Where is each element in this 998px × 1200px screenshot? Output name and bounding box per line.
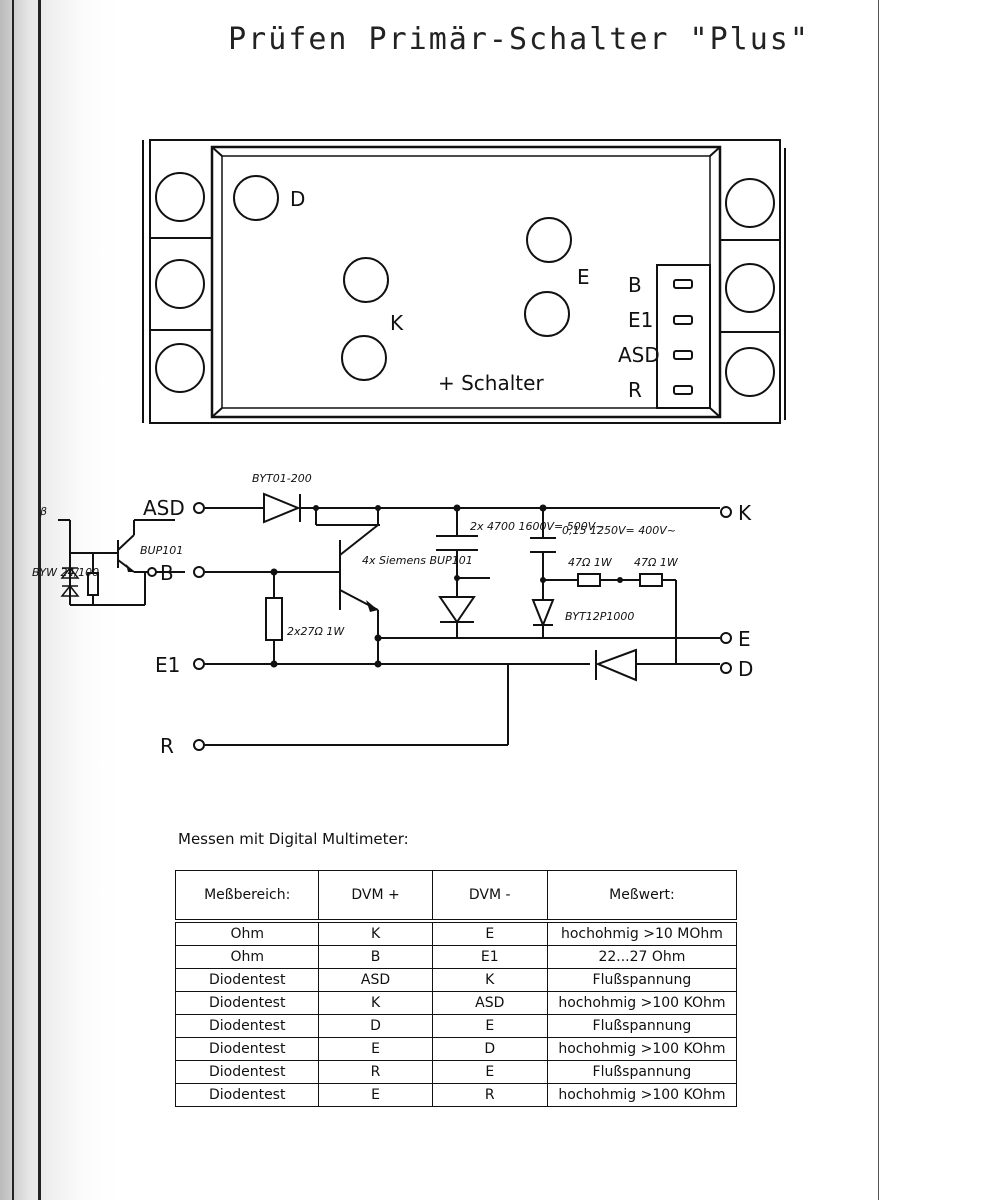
table-cell: E — [431, 920, 548, 946]
table-header-row: Meßbereich: DVM + DVM - Meßwert: — [174, 870, 738, 922]
table-cell: Diodentest — [174, 1014, 320, 1038]
annotation-transistor-main: 4x Siemens BUP101 — [362, 554, 473, 567]
pin-slot-icon — [673, 279, 693, 395]
table-cell: hochohmig >100 KOhm — [546, 1037, 738, 1061]
table-cell: D — [318, 1014, 433, 1038]
pin-label-e1: E1 — [628, 308, 653, 332]
annotation-transistor-small: BUP101 — [140, 544, 183, 557]
table-row: Diodentest ASD K Flußspannung — [174, 968, 738, 992]
table-cell: Flußspannung — [546, 968, 738, 992]
table-cell: Diodentest — [174, 1037, 320, 1061]
annotation-capacitor-1: 2x 4700 1600V= 500V~ — [470, 520, 604, 533]
annotation-diode-top: BYT01-200 — [252, 472, 312, 485]
terminal-label-d: D — [290, 187, 305, 211]
table-cell: Diodentest — [174, 1060, 320, 1084]
capacitor-icon — [436, 535, 556, 553]
diode-icon — [263, 492, 637, 682]
table-row: Ohm B E1 22...27 Ohm — [174, 945, 738, 969]
schematic-label-d: D — [738, 657, 753, 681]
table-row: Diodentest E D hochohmig >100 KOhm — [174, 1037, 738, 1061]
table-row: Ohm K E hochohmig >10 MOhm — [174, 920, 738, 946]
terminal-circle-icon — [147, 502, 732, 751]
column-header: Meßbereich: — [174, 870, 320, 922]
table-row: Diodentest K ASD hochohmig >100 KOhm — [174, 991, 738, 1015]
table-cell: hochohmig >10 MOhm — [546, 920, 738, 946]
table-cell: B — [318, 945, 433, 969]
annotation-zener: BYW 24/100 — [32, 566, 99, 579]
table-cell: hochohmig >100 KOhm — [546, 1083, 738, 1107]
column-header: DVM + — [318, 870, 433, 922]
schematic-label-k: K — [738, 501, 752, 525]
table-cell: K — [318, 991, 433, 1015]
pin-label-asd: ASD — [618, 343, 660, 367]
annotation-diode-bottom: BYT12P1000 — [565, 610, 634, 623]
measurement-table: Meßbereich: DVM + DVM - Meßwert: Ohm K E… — [174, 870, 738, 1107]
schematic-wires — [58, 507, 720, 746]
module-center-label: + Schalter — [438, 371, 544, 395]
table-cell: Flußspannung — [546, 1014, 738, 1038]
table-cell: K — [318, 920, 433, 946]
table-cell: Diodentest — [174, 968, 320, 992]
table-cell: E — [318, 1083, 433, 1107]
table-cell: Ohm — [174, 945, 320, 969]
table-cell: 22...27 Ohm — [546, 945, 738, 969]
page-edge-line — [38, 0, 41, 1200]
column-header: DVM - — [431, 870, 548, 922]
table-cell: Diodentest — [174, 991, 320, 1015]
zener-diode-icon — [60, 566, 80, 597]
table-cell: ASD — [431, 991, 548, 1015]
table-cell: R — [431, 1083, 548, 1107]
page-edge-line — [878, 0, 879, 1200]
mount-hole-icon — [155, 172, 775, 397]
measurement-heading: Messen mit Digital Multimeter: — [178, 830, 409, 848]
table-row: Diodentest R E Flußspannung — [174, 1060, 738, 1084]
table-cell: D — [431, 1037, 548, 1061]
pin-label-r: R — [628, 378, 642, 402]
scan-shadow — [0, 0, 120, 1200]
pin-label-b: B — [628, 273, 642, 297]
table-cell: K — [431, 968, 548, 992]
annotation-beta: β — [39, 505, 47, 518]
schematic-label-e1: E1 — [155, 653, 180, 677]
table-cell: R — [318, 1060, 433, 1084]
terminal-screw-icon — [233, 175, 572, 381]
schematic-label-asd: ASD — [143, 496, 185, 520]
resistor-icon — [87, 572, 663, 641]
annotation-capacitor-2: 0,15 1250V= 400V~ — [562, 524, 676, 537]
table-cell: hochohmig >100 KOhm — [546, 991, 738, 1015]
table-row: Diodentest E R hochohmig >100 KOhm — [174, 1083, 738, 1107]
terminal-label-k: K — [390, 311, 404, 335]
table-cell: ASD — [318, 968, 433, 992]
module-outline — [142, 139, 786, 424]
table-cell: E — [431, 1060, 548, 1084]
schematic-label-b: B — [160, 561, 174, 585]
annotation-resistor-pair-1: 47Ω 1W — [568, 556, 613, 569]
table-cell: E — [318, 1037, 433, 1061]
column-header: Meßwert: — [546, 870, 738, 922]
junction-dots — [270, 504, 623, 668]
annotation-resistor: 2x27Ω 1W — [287, 625, 345, 638]
table-cell: Diodentest — [174, 1083, 320, 1107]
page-title: Prüfen Primär-Schalter "Plus" — [228, 22, 810, 57]
table-cell: Ohm — [174, 920, 320, 946]
schematic-label-r: R — [160, 734, 174, 758]
table-cell: Flußspannung — [546, 1060, 738, 1084]
terminal-label-e: E — [577, 265, 590, 289]
annotation-resistor-pair-2: 47Ω 1W — [634, 556, 679, 569]
page-edge-line — [12, 0, 14, 1200]
transistor-arrow-icon — [126, 564, 378, 612]
table-cell: E1 — [431, 945, 548, 969]
table-row: Diodentest D E Flußspannung — [174, 1014, 738, 1038]
table-cell: E — [431, 1014, 548, 1038]
schematic-label-e: E — [738, 627, 751, 651]
